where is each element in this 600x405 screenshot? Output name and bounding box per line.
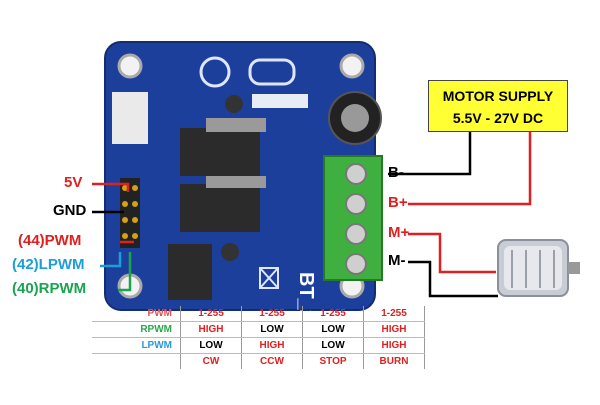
wire-m-plus: [408, 232, 496, 274]
terminal-screw-icon: [345, 253, 367, 275]
infinity-logo-icon: [248, 58, 296, 86]
truth-table-cell: LOW: [180, 337, 242, 354]
truth-table-cell: 1-255: [363, 306, 425, 322]
weee-icon: [259, 267, 279, 289]
truth-table-cell: 1-255: [302, 306, 364, 322]
truth-table-cell: LOW: [302, 337, 364, 354]
driver-ic: [168, 244, 212, 300]
wire-5v: [92, 182, 130, 192]
label-m-plus: M+: [388, 224, 410, 241]
truth-table-row-label: RPWM: [92, 321, 181, 338]
label-rpwm: (40)RPWM: [12, 280, 87, 297]
truth-table-cell: HIGH: [363, 321, 425, 338]
truth-table-row-label: [92, 353, 181, 369]
label-lpwm: (42)LPWM: [12, 256, 85, 273]
terminal-screw-icon: [345, 193, 367, 215]
wire-b-plus: [408, 132, 532, 206]
truth-table-cell: LOW: [241, 321, 303, 338]
wire-m-minus: [408, 260, 498, 298]
ul-logo-icon: [199, 56, 231, 88]
wire-rpwm: [118, 252, 132, 292]
terminal-screw-icon: [345, 163, 367, 185]
truth-table-cell: HIGH: [363, 337, 425, 354]
truth-table-cell: 1-255: [241, 306, 303, 322]
label-b-minus: B-: [388, 164, 404, 181]
label-pwm: (44)PWM: [18, 232, 82, 249]
terminal-screw-icon: [345, 223, 367, 245]
truth-table-cell: HIGH: [180, 321, 242, 338]
supply-voltage: 5.5V - 27V DC: [452, 110, 544, 126]
mosfet-chip-bottom: [180, 184, 260, 232]
wire-b-minus: [410, 132, 472, 176]
label-gnd: GND: [53, 202, 87, 219]
terminal-block: [323, 155, 383, 281]
truth-table-cell: CW: [180, 353, 242, 369]
truth-table-cell: LOW: [302, 321, 364, 338]
screw-icon: [225, 95, 243, 113]
truth-table-row-label: LPWM: [92, 337, 181, 354]
side-pin-labels: [112, 92, 148, 144]
truth-table-cell: HIGH: [241, 337, 303, 354]
truth-table-cell: 1-255: [180, 306, 242, 322]
input-wires: [92, 182, 134, 292]
label-m-minus: M-: [388, 252, 406, 269]
dc-motor: [497, 239, 580, 297]
mount-hole-icon: [117, 53, 143, 79]
mount-hole-icon: [339, 53, 365, 79]
truth-table-cell: STOP: [302, 353, 364, 369]
wire-lpwm: [100, 252, 122, 268]
supply-title: MOTOR SUPPLY: [442, 88, 554, 104]
label-5v: 5V: [64, 174, 83, 191]
label-b-plus: B+: [388, 194, 408, 211]
motor-supply-box: MOTOR SUPPLY 5.5V - 27V DC: [428, 80, 568, 132]
output-wires: [388, 132, 532, 298]
screw-icon: [221, 243, 239, 261]
truth-table-cell: CCW: [241, 353, 303, 369]
mosfet-chip-top: [180, 128, 260, 176]
header-pins: [120, 178, 140, 248]
truth-table-cell: BURN: [363, 353, 425, 369]
truth-table-row-label: PWM: [92, 306, 181, 322]
label-pad: [252, 94, 308, 108]
